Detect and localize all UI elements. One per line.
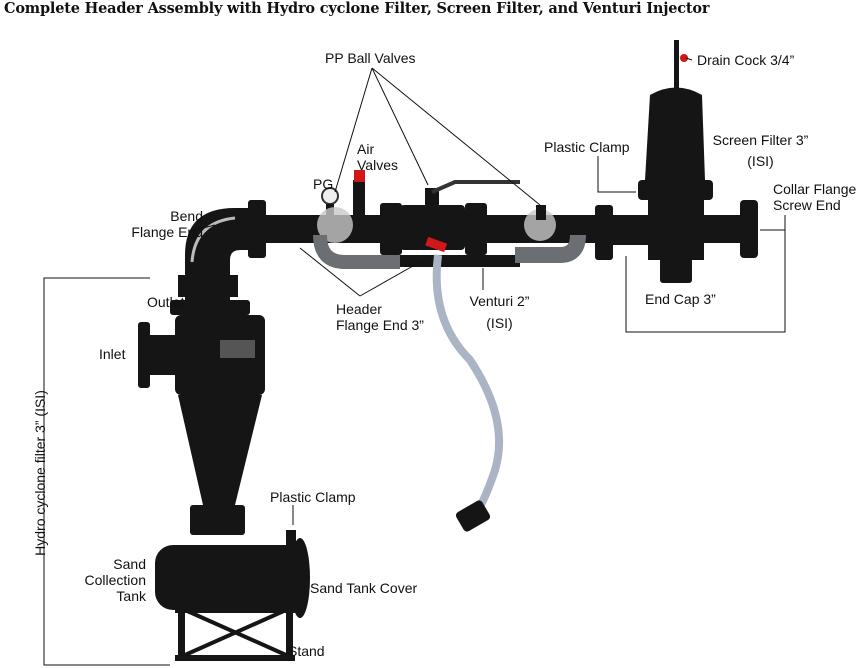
label-header-flange-end: Header Flange End 3” <box>336 301 424 333</box>
leader-lines <box>43 57 786 666</box>
label-screen-line2: (ISI) <box>747 153 774 169</box>
label-plastic-clamp-bottom: Plastic Clamp <box>270 489 356 505</box>
label-venturi-line2: (ISI) <box>486 315 513 331</box>
label-bend-line1: Bend <box>170 208 203 224</box>
diagram-title: Complete Header Assembly with Hydro cycl… <box>4 0 710 17</box>
label-collar-line1: Collar Flange <box>773 181 857 197</box>
label-air-valves-line1: Air <box>357 141 375 157</box>
label-screen-line1: Screen Filter 3” <box>712 132 809 148</box>
label-venturi-line1: Venturi 2” <box>469 293 530 309</box>
label-venturi: Venturi 2” (ISI) <box>462 293 537 331</box>
label-header-line1: Header <box>336 301 382 317</box>
header-pipeline <box>248 170 630 532</box>
label-pg: PG <box>313 176 334 192</box>
label-hydro-cyclone-filter: Hydro cyclone filter 3” (ISI) <box>32 390 48 556</box>
label-pp-ball-valves: PP Ball Valves <box>325 50 416 66</box>
label-collar-line2: Screw End <box>773 197 841 213</box>
label-inlet: Inlet <box>99 346 126 362</box>
label-stand: Stand <box>288 643 325 659</box>
label-outlet: Outlet <box>147 294 185 310</box>
label-header-line2: Flange End 3” <box>336 317 424 333</box>
label-drain-cock: Drain Cock 3/4” <box>697 52 795 68</box>
label-screen-filter: Screen Filter 3” (ISI) <box>708 132 813 169</box>
label-sand-collection-tank: Sand Collection Tank <box>60 556 146 604</box>
label-plastic-clamp-top: Plastic Clamp <box>544 139 630 155</box>
label-sand-line1: Sand <box>113 556 146 572</box>
label-sand-line2: Collection <box>84 572 146 588</box>
label-sand-line3: Tank <box>116 588 146 604</box>
hydro-cyclone-filter <box>138 208 310 661</box>
label-air-valves: Air Valves <box>357 141 398 173</box>
label-air-valves-line2: Valves <box>357 157 398 173</box>
label-end-cap: End Cap 3” <box>645 291 716 307</box>
label-collar-flange: Collar Flange Screw End <box>773 181 856 213</box>
screen-filter <box>613 40 758 283</box>
label-bend-line2: Flange End <box>131 224 203 240</box>
label-bend-flange-end: Bend Flange End <box>120 208 203 240</box>
label-sand-tank-cover: Sand Tank Cover <box>310 580 418 596</box>
